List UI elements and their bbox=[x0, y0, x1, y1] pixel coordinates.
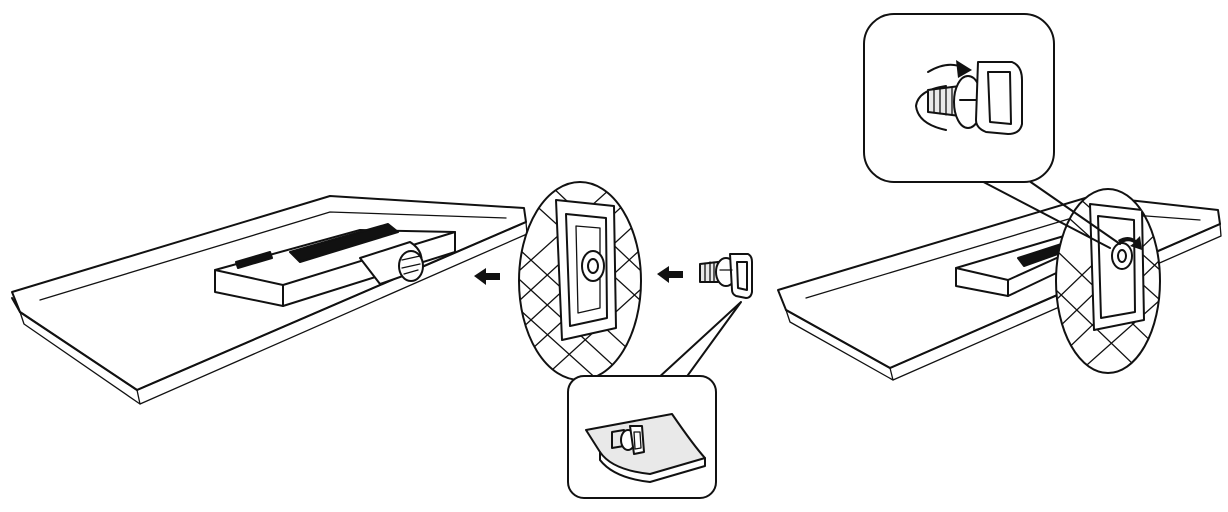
arrow-left-icon bbox=[474, 268, 500, 285]
inset-screw-in-base bbox=[567, 375, 717, 499]
inset-tighten-screw bbox=[863, 13, 1055, 183]
base-plate-attached bbox=[1055, 188, 1161, 374]
thumb-screw bbox=[699, 253, 753, 299]
stand-neck-left bbox=[214, 223, 456, 307]
rotate-clockwise-icon bbox=[1118, 236, 1142, 250]
base-plate bbox=[518, 181, 642, 381]
arrow-left-icon bbox=[657, 266, 683, 283]
rotate-clockwise-icon bbox=[956, 60, 972, 78]
callout-leader-top bbox=[971, 175, 1121, 249]
callout-leader-bottom bbox=[655, 301, 742, 387]
